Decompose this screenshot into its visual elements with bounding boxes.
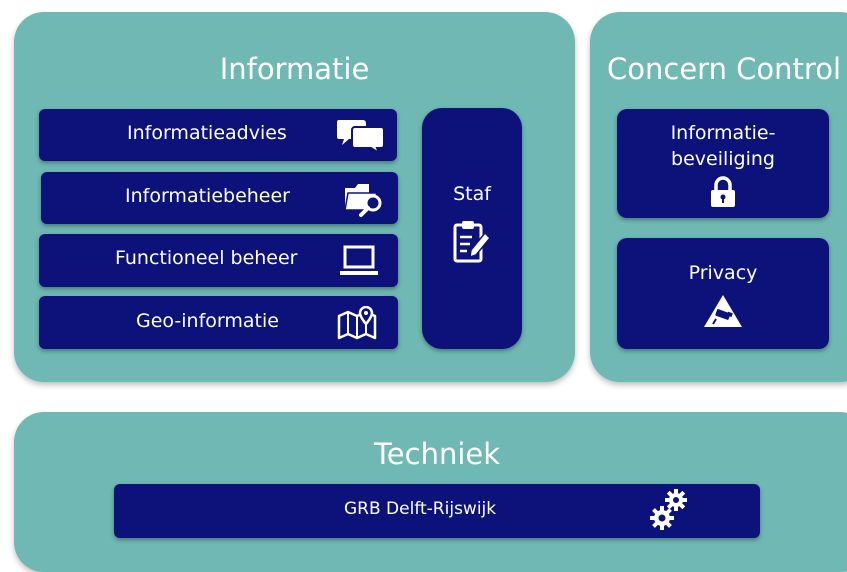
map-pin-icon	[337, 306, 377, 340]
folder-search-icon	[344, 184, 382, 217]
techniek-title: Techniek	[374, 437, 501, 471]
concern-control-panel: Concern Control Informatie- beveiliging …	[590, 12, 847, 382]
concern-control-title: Concern Control	[607, 52, 841, 86]
lock-icon	[711, 175, 735, 207]
functioneel-beheer-label: Functioneel beheer	[115, 247, 298, 269]
staf-label: Staf	[453, 182, 491, 205]
privacy-box: Privacy	[617, 238, 829, 349]
informatie-panel: Informatie Informatieadvies Informatiebe…	[14, 12, 575, 382]
functioneel-beheer-box: Functioneel beheer	[39, 234, 398, 287]
informatieadvies-box: Informatieadvies	[39, 109, 397, 161]
camera-warning-icon	[704, 294, 742, 327]
privacy-label: Privacy	[688, 261, 758, 284]
geo-informatie-box: Geo-informatie	[39, 296, 398, 349]
informatiebeveiliging-label-line2: beveiliging	[671, 147, 775, 170]
informatie-title: Informatie	[219, 52, 370, 86]
techniek-panel: Techniek GRB Delft-Rijswijk	[14, 412, 847, 572]
gears-icon	[650, 489, 687, 530]
informatiebeveiliging-box: Informatie- beveiliging	[617, 109, 829, 218]
geo-informatie-label: Geo-informatie	[136, 310, 279, 332]
laptop-icon	[340, 245, 378, 275]
informatiebeveiliging-label-line1: Informatie-	[670, 121, 776, 144]
clipboard-edit-icon	[453, 220, 492, 262]
chat-bubbles-icon	[337, 120, 385, 154]
informatiebeheer-label: Informatiebeheer	[125, 185, 290, 207]
staf-box: Staf	[422, 108, 522, 349]
informatiebeheer-box: Informatiebeheer	[41, 172, 398, 224]
grb-delft-rijswijk-label: GRB Delft-Rijswijk	[344, 499, 497, 519]
informatieadvies-label: Informatieadvies	[127, 122, 287, 144]
grb-delft-rijswijk-box: GRB Delft-Rijswijk	[114, 484, 760, 538]
